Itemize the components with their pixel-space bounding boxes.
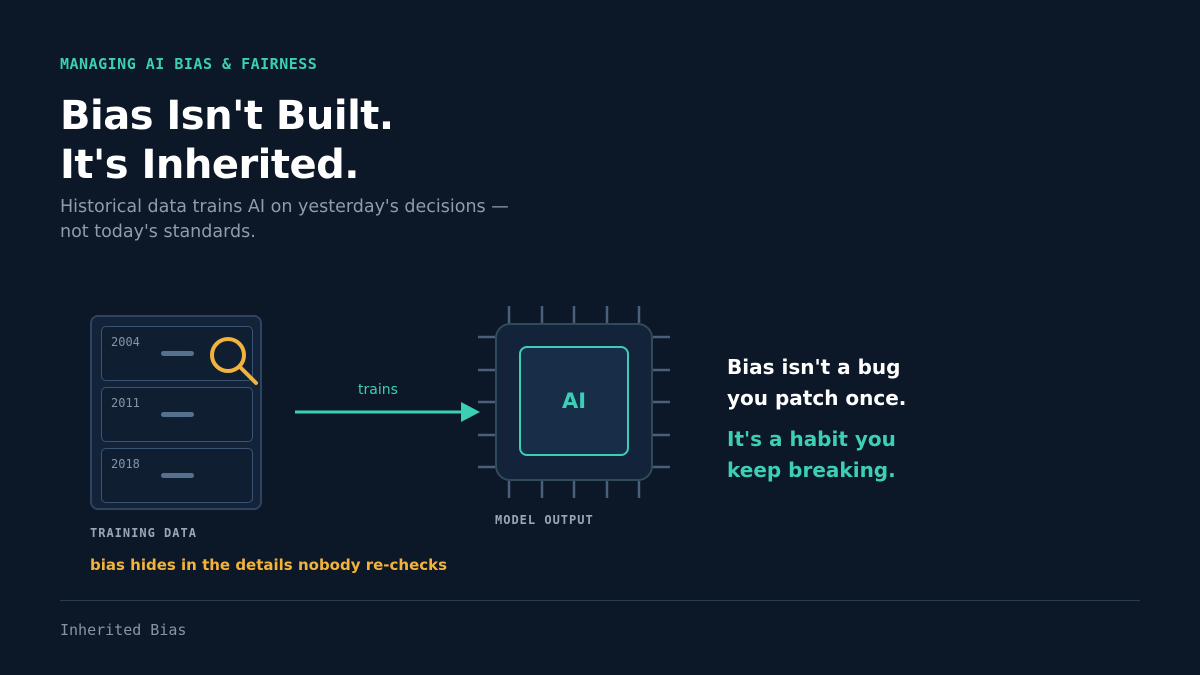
message-line-3: It's a habit you bbox=[727, 427, 896, 451]
database-stack-icon: 2004 2011 2018 bbox=[90, 315, 262, 510]
message-line-2: you patch once. bbox=[727, 386, 907, 410]
training-data-label: TRAINING DATA bbox=[90, 526, 197, 540]
chip-label: AI bbox=[561, 389, 587, 413]
data-record: 2011 bbox=[101, 387, 253, 442]
record-bar bbox=[161, 351, 194, 356]
arrow-right-icon bbox=[295, 402, 480, 422]
title-line-1: Bias Isn't Built. bbox=[60, 93, 394, 139]
magnifier-icon bbox=[210, 337, 258, 385]
bias-note: bias hides in the details nobody re-chec… bbox=[90, 556, 448, 574]
record-bar bbox=[161, 473, 194, 478]
footer-divider bbox=[60, 600, 1140, 601]
page-title: Bias Isn't Built. It's Inherited. bbox=[60, 92, 394, 190]
subtitle-line-1: Historical data trains AI on yesterday's… bbox=[60, 197, 509, 217]
footer-label: Inherited Bias bbox=[60, 621, 187, 639]
record-year: 2018 bbox=[111, 457, 140, 471]
cpu-chip-icon bbox=[478, 306, 670, 498]
message-line-1: Bias isn't a bug bbox=[727, 355, 901, 379]
data-record: 2018 bbox=[101, 448, 253, 503]
arrow-label: trains bbox=[358, 382, 398, 398]
record-bar bbox=[161, 412, 194, 417]
record-year: 2004 bbox=[111, 335, 140, 349]
data-record: 2004 bbox=[101, 326, 253, 381]
subtitle-line-2: not today's standards. bbox=[60, 222, 256, 242]
message-line-4: keep breaking. bbox=[727, 458, 896, 482]
record-year: 2011 bbox=[111, 396, 140, 410]
eyebrow-label: MANAGING AI BIAS & FAIRNESS bbox=[60, 55, 318, 73]
subtitle: Historical data trains AI on yesterday's… bbox=[60, 195, 580, 245]
model-output-label: MODEL OUTPUT bbox=[495, 513, 594, 527]
key-message: Bias isn't a bug you patch once. It's a … bbox=[727, 352, 906, 486]
title-line-2: It's Inherited. bbox=[60, 142, 359, 188]
